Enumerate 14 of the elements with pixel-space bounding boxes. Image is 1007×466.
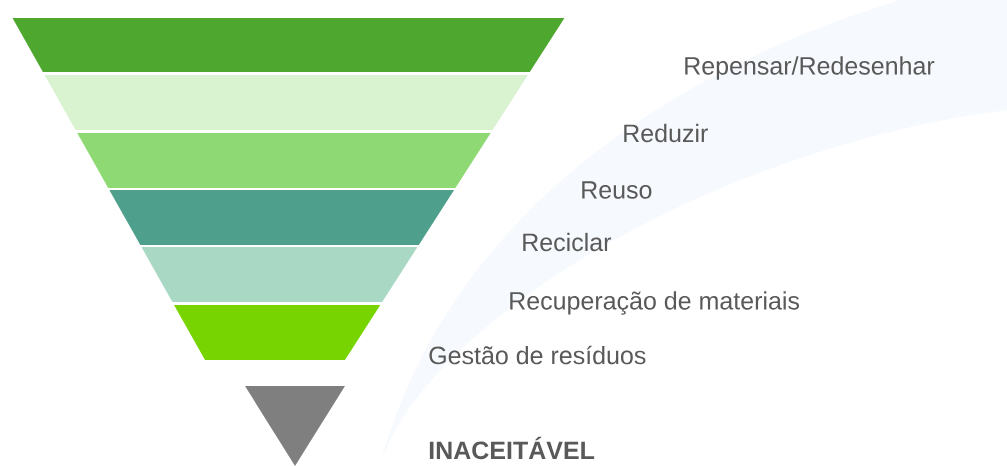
pyramid-band — [174, 305, 381, 360]
level-label: Gestão de resíduos — [429, 345, 646, 365]
pyramid-band — [141, 247, 418, 302]
level-label: Reuso — [582, 181, 652, 199]
warning-triangle — [245, 386, 345, 466]
pyramid-band — [77, 133, 491, 188]
level-label: Reciclar — [523, 232, 612, 252]
level-label: Repensar/Redesenhar — [685, 56, 935, 80]
level-label: INACEITÁVEL — [429, 436, 595, 460]
pyramid-band — [12, 18, 565, 72]
pyramid-band — [109, 190, 455, 245]
level-label: Recuperação de materiais — [510, 291, 800, 315]
level-label: Reduzir — [624, 123, 708, 143]
pyramid-band — [44, 75, 528, 130]
